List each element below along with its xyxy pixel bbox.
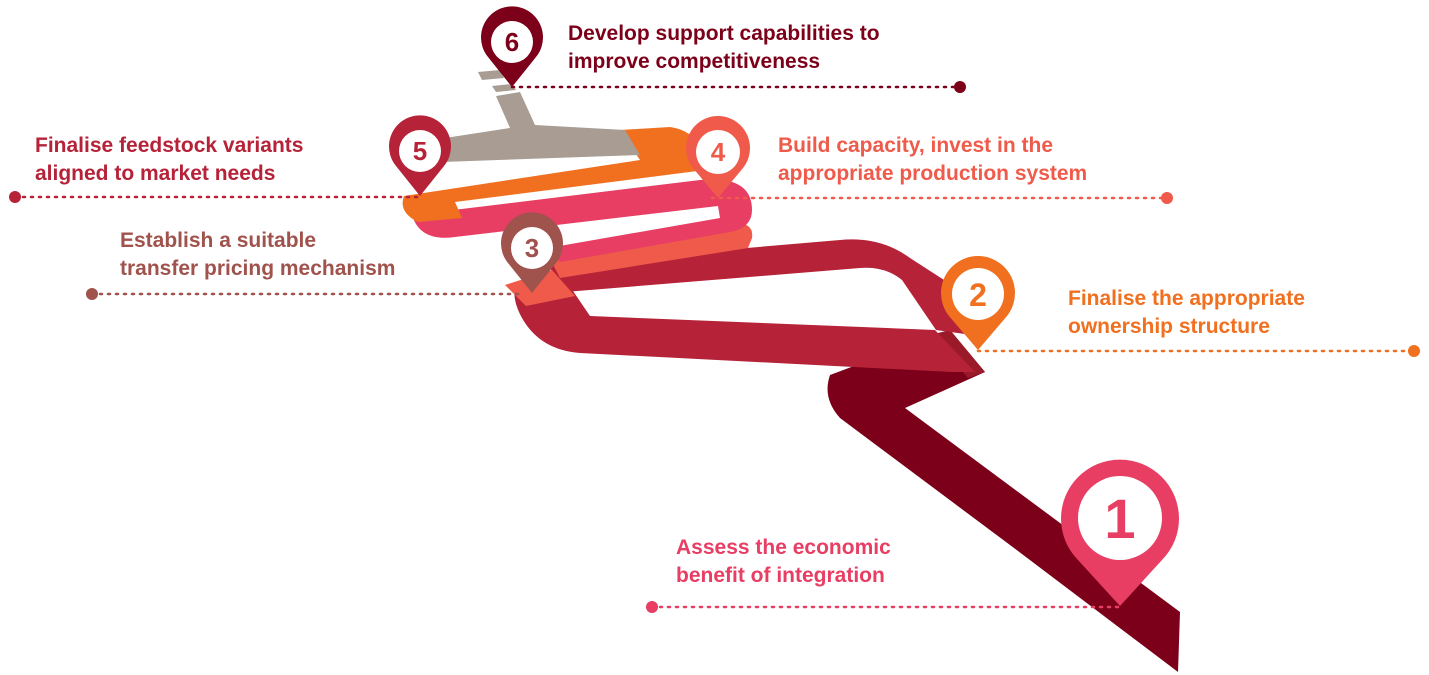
pin-1-number: 1 xyxy=(1104,487,1135,550)
pin-5: 5 xyxy=(389,115,451,196)
pin-2: 2 xyxy=(941,256,1015,350)
step-2-line-2: ownership structure xyxy=(1068,315,1270,338)
road-dash-2 xyxy=(492,84,516,92)
connector-dot-6 xyxy=(954,81,966,93)
step-3-line-1: Establish a suitable xyxy=(120,229,317,252)
road-segment-6 xyxy=(432,92,640,162)
step-1-label: Assess the economic benefit of integrati… xyxy=(676,534,891,590)
road-segment-4 xyxy=(412,179,752,262)
pin-5-inner xyxy=(399,130,441,172)
step-2-label: Finalise the appropriate ownership struc… xyxy=(1068,285,1305,341)
pin-1: 1 xyxy=(1061,459,1179,606)
pin-3: 3 xyxy=(501,212,563,293)
connector-dot-4 xyxy=(1161,192,1173,204)
pin-4: 4 xyxy=(685,116,750,198)
step-4-line-2: appropriate production system xyxy=(778,162,1088,185)
step-5-line-2: aligned to market needs xyxy=(35,162,276,185)
pin-4-number: 4 xyxy=(711,137,726,167)
pin-3-number: 3 xyxy=(525,233,539,263)
pin-6: 6 xyxy=(480,6,543,87)
step-6-line-2: improve competitiveness xyxy=(568,50,821,73)
pin-6-inner xyxy=(491,21,533,63)
road-segment-3-accent xyxy=(505,270,575,306)
pin-6-number: 6 xyxy=(505,27,519,57)
connector-dot-2 xyxy=(1408,345,1420,357)
road-segment-5 xyxy=(402,145,707,222)
road-dash-1 xyxy=(478,70,504,80)
step-5-line-1: Finalise feedstock variants xyxy=(35,134,304,157)
connector-dot-1 xyxy=(646,601,658,613)
pin-1-inner xyxy=(1078,476,1162,560)
step-4-label: Build capacity, invest in the appropriat… xyxy=(778,132,1087,188)
connector-dot-5 xyxy=(9,191,21,203)
road-segment-1 xyxy=(827,330,1180,672)
pin-2-number: 2 xyxy=(969,277,987,313)
connector-dot-3 xyxy=(86,288,98,300)
connector-end-dots xyxy=(9,81,1420,613)
pin-5-number: 5 xyxy=(413,136,427,166)
connector-lines xyxy=(13,85,1416,609)
step-3-label: Establish a suitable transfer pricing me… xyxy=(120,227,395,283)
step-4-line-1: Build capacity, invest in the xyxy=(778,134,1054,157)
step-1-line-2: benefit of integration xyxy=(676,564,885,587)
pin-4-inner xyxy=(696,130,740,174)
step-2-line-1: Finalise the appropriate xyxy=(1068,287,1305,310)
step-3-line-2: transfer pricing mechanism xyxy=(120,257,396,280)
road-segment-5-orange-top xyxy=(620,127,700,160)
step-5-label: Finalise feedstock variants aligned to m… xyxy=(35,132,303,188)
road-segment-2 xyxy=(514,272,975,372)
pin-2-inner xyxy=(952,268,1004,320)
step-6-label: Develop support capabilities to improve … xyxy=(568,20,880,76)
road-segment-2b xyxy=(548,239,975,335)
pin-3-inner xyxy=(511,227,553,269)
step-6-line-1: Develop support capabilities to xyxy=(568,22,880,45)
step-1-line-1: Assess the economic xyxy=(676,536,891,559)
